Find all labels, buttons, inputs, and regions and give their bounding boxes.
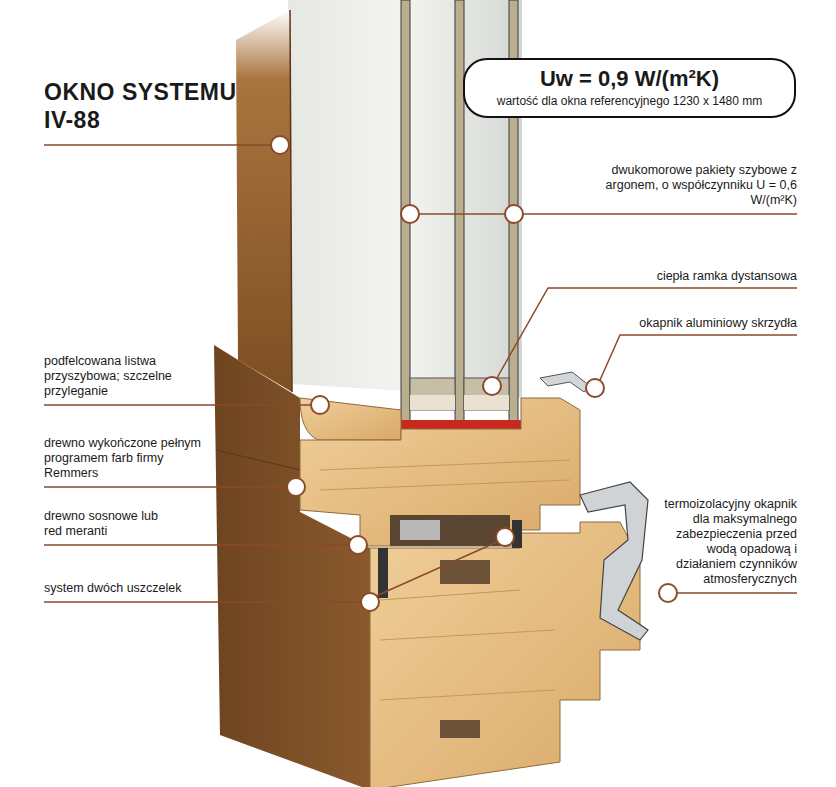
hardware-groove — [390, 515, 510, 546]
diagram-title: OKNO SYSTEMU IV-88 — [44, 78, 244, 134]
spacer — [464, 378, 509, 410]
hardware — [400, 520, 440, 540]
sash-section — [300, 398, 580, 546]
sash-drip — [540, 372, 590, 392]
wood-grain — [320, 460, 570, 700]
wood-label: drewno sosnowe lub red meranti — [44, 509, 174, 539]
sash-edge — [290, 10, 292, 392]
bead-label: podfelcowana listwa przyszybowa; szczeln… — [44, 354, 204, 399]
spacer-label: ciepła ramka dystansowa — [597, 269, 797, 284]
seal-strip — [401, 420, 521, 429]
value-box: Uw = 0,9 W/(m²K)wartość dla okna referen… — [463, 58, 796, 118]
glass-label: dwukomorowe pakiety szybowe z argonem, o… — [597, 163, 797, 208]
frame-section — [370, 522, 640, 787]
value-note: wartość dla okna referencyjnego 1230 x 1… — [475, 94, 784, 109]
spacer-fill — [410, 395, 455, 410]
frame-drip — [580, 482, 648, 640]
face-groove — [216, 450, 300, 470]
value-heading: Uw = 0,9 W/(m²K) — [475, 64, 784, 94]
leader-lines — [44, 145, 797, 602]
gasket-label: system dwóch uszczelek — [44, 581, 244, 596]
sash-face — [236, 10, 292, 392]
frame-groove — [440, 720, 480, 738]
finish-label: drewno wykończone pełnym programem farb … — [44, 436, 204, 481]
spacer-fill — [464, 395, 509, 410]
drip-label: termoizolacyjny okapnik dla maksymalnego… — [647, 497, 797, 587]
callout-dots — [271, 136, 677, 611]
spacer — [410, 378, 455, 410]
drip-label: okapnik aluminiowy skrzydła — [597, 316, 797, 331]
